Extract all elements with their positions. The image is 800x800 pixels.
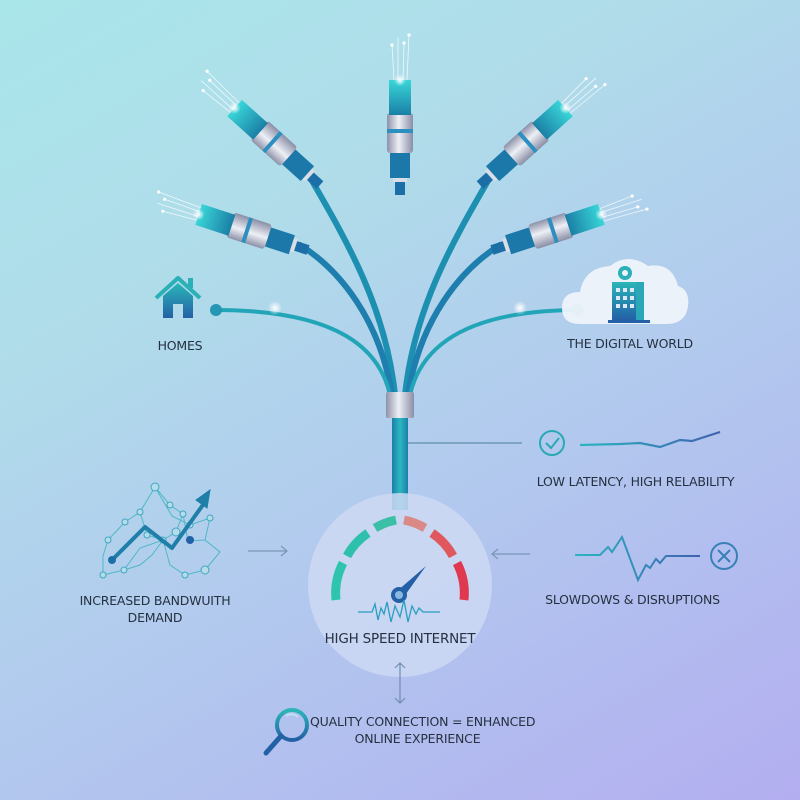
fiber-optic-connector-icon <box>470 66 610 196</box>
magnifier-icon <box>263 708 309 756</box>
jittery-connection-line <box>575 534 700 583</box>
left-arrow-icon <box>491 548 530 560</box>
digital-world-label: THE DIGITAL WORLD <box>567 336 693 351</box>
quality-connection-label: QUALITY CONNECTION = ENHANCED ONLINE EXP… <box>310 714 536 746</box>
stable-latency-line <box>579 430 721 449</box>
trunk-ferrule <box>386 392 414 418</box>
x-circle-icon <box>710 542 738 570</box>
bidirectional-arrow-icon <box>394 662 406 704</box>
cloud-building-gear-icon <box>562 259 689 324</box>
high-speed-internet-label: HIGH SPEED INTERNET <box>324 631 476 647</box>
speedometer-icon <box>331 515 469 601</box>
homes-node-dot <box>210 304 222 316</box>
homes-label: HOMES <box>157 338 203 353</box>
slowdowns-label: SLOWDOWS & DISRUPTIONS <box>545 592 720 607</box>
main-trunk-cable <box>392 395 408 510</box>
cable-bundle <box>213 157 582 399</box>
right-arrow-icon <box>248 545 288 557</box>
bandwidth-label: INCREASED BANDWUITH DEMAND <box>79 593 231 625</box>
signal-wave-icon <box>358 599 440 623</box>
fiber-optic-connector-icon <box>190 66 330 196</box>
fiber-optic-connector-icon <box>487 187 651 263</box>
check-circle-icon <box>539 430 565 456</box>
fiber-optic-connector-icon <box>386 32 414 196</box>
house-icon <box>154 276 202 318</box>
network-growth-arrow-icon <box>99 482 221 579</box>
low-latency-label: LOW LATENCY, HIGH RELABILITY <box>536 474 735 489</box>
fiber-optic-connector-icon <box>149 187 313 263</box>
